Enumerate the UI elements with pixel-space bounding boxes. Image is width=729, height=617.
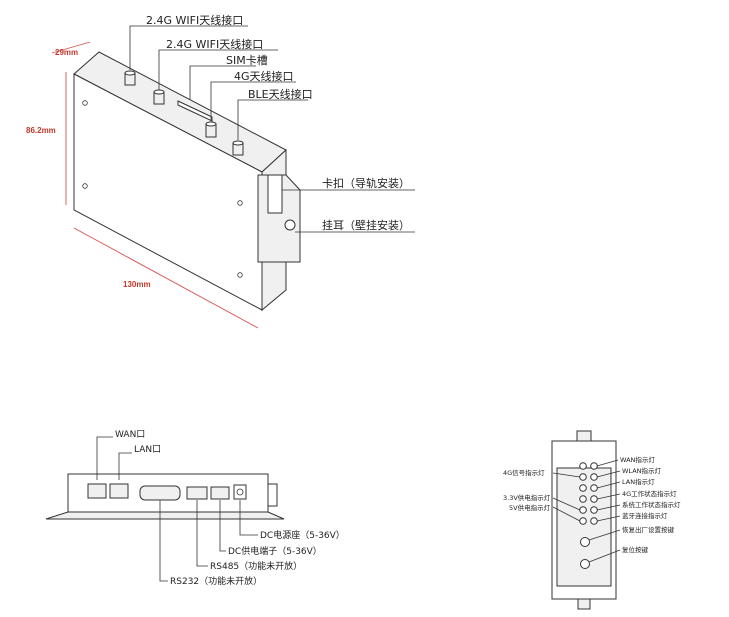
label-rs232: RS232（功能未开放）	[170, 575, 262, 587]
label-dc-jack: DC电源座（5-36V）	[260, 529, 345, 541]
label-reset: 复位按键	[622, 545, 649, 554]
label-dc-terminal: DC供电端子（5-36V）	[228, 545, 322, 557]
leader-line	[596, 493, 621, 500]
label-lan-port: LAN口	[134, 445, 161, 455]
leader-line	[129, 25, 248, 70]
led-icon	[590, 473, 598, 481]
callout-wifi-1: 2.4G WIFI天线接口	[146, 13, 243, 27]
label-rs485: RS485（功能未开放）	[210, 560, 302, 572]
sim-slot	[177, 100, 213, 122]
label-bluetooth-led: 蓝牙连接指示灯	[622, 511, 668, 520]
factory-reset-button[interactable]	[580, 537, 590, 547]
rj45-port-icon	[87, 483, 107, 499]
leader-line	[219, 500, 226, 552]
antenna-cap	[205, 121, 217, 127]
leader-line	[596, 515, 621, 522]
leader-line	[196, 500, 208, 567]
led-icon	[590, 462, 598, 470]
leader-line	[552, 506, 581, 522]
label-system-status-led: 系统工作状态指示灯	[622, 500, 681, 509]
screw-icon	[82, 100, 88, 106]
led-icon	[579, 462, 587, 470]
top-antenna-icon	[576, 430, 592, 442]
leader-line	[596, 470, 621, 478]
rj45-port-icon	[109, 483, 129, 499]
dimension-length: 130mm	[123, 280, 151, 289]
led-icon	[579, 506, 587, 514]
led-icon	[590, 506, 598, 514]
leader-line	[96, 436, 113, 480]
terminal-block-icon	[210, 486, 230, 500]
dc-jack-hole	[236, 488, 244, 496]
callout-din-clip: 卡扣（导轨安装）	[322, 176, 410, 190]
db9-port-icon	[139, 485, 181, 501]
antenna-cap	[153, 89, 165, 95]
led-icon	[579, 517, 587, 525]
main-device-view	[51, 25, 415, 329]
clip-slot	[267, 174, 283, 214]
label-4g-signal-led: 4G信号指示灯	[503, 468, 545, 477]
leader-line	[237, 99, 308, 140]
front-port-view	[45, 436, 285, 582]
label-5v-led: 5V供电指示灯	[509, 503, 551, 512]
side-rail	[267, 483, 278, 507]
leader-line	[596, 504, 621, 511]
mounting-flange	[45, 511, 285, 520]
callout-sim: SIM卡槽	[226, 54, 268, 67]
led-icon	[579, 495, 587, 503]
leader-line	[588, 549, 621, 563]
leader-line	[210, 81, 296, 121]
leader-line	[159, 500, 168, 582]
callout-wall-ear: 挂耳（壁挂安装）	[322, 218, 410, 232]
label-wan-led: WAN指示灯	[620, 455, 655, 464]
side-led-view	[551, 430, 621, 610]
led-icon	[579, 473, 587, 481]
label-wan-port: WAN口	[115, 430, 145, 440]
leader-line	[118, 452, 132, 480]
label-wlan-led: WLAN指示灯	[622, 466, 662, 475]
leader-line	[239, 500, 258, 536]
label-lan-led: LAN指示灯	[622, 477, 655, 486]
dimension-depth: 29mm	[55, 48, 78, 57]
leader-line	[158, 49, 278, 90]
antenna-connectors	[124, 70, 244, 156]
dimension-line	[73, 227, 259, 329]
antenna-cap	[124, 70, 136, 76]
led-icon	[590, 495, 598, 503]
callout-4g: 4G天线接口	[234, 69, 294, 83]
led-icon	[579, 484, 587, 492]
wall-ear-hole	[284, 219, 296, 231]
screw-icon	[237, 272, 243, 278]
dimension-line	[51, 41, 91, 54]
leader-line	[552, 497, 581, 511]
screw-icon	[237, 200, 243, 206]
leader-line	[588, 529, 621, 541]
antenna-cap	[232, 140, 244, 146]
bottom-connector-icon	[577, 598, 591, 610]
leader-line	[596, 481, 621, 489]
label-factory-reset: 恢复出厂设置按键	[622, 525, 675, 534]
dc-jack-icon	[233, 484, 247, 500]
screw-icon	[82, 183, 88, 189]
terminal-block-icon	[186, 486, 208, 500]
leader-line	[552, 472, 581, 478]
label-4g-status-led: 4G工作状态指示灯	[622, 489, 677, 498]
leader-line	[596, 459, 619, 467]
dimension-height: 86.2mm	[26, 126, 56, 135]
led-icon	[590, 484, 598, 492]
label-33v-led: 3.3V供电指示灯	[503, 493, 551, 502]
callout-wifi-2: 2.4G WIFI天线接口	[166, 37, 263, 51]
callout-ble: BLE天线接口	[248, 87, 313, 101]
reset-button[interactable]	[580, 559, 590, 569]
led-icon	[590, 517, 598, 525]
leader-line	[189, 65, 256, 99]
